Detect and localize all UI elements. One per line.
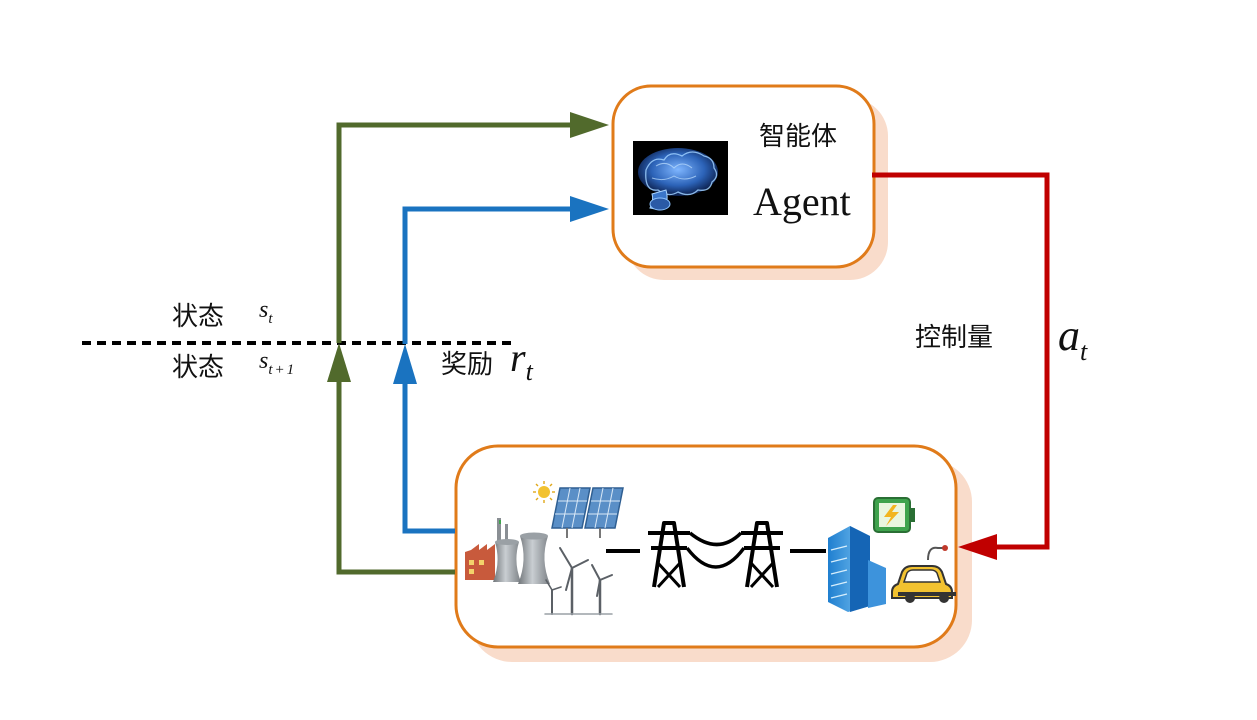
- wind-turbine-icon: [544, 547, 613, 616]
- agent-title-cn: 智能体: [759, 122, 838, 152]
- reward-symbol: rt: [510, 338, 533, 385]
- reward-label: 奖励: [441, 350, 494, 380]
- agent-title-en: Agent: [753, 179, 851, 224]
- action-subscript: t: [1080, 336, 1088, 366]
- state-next-label: 状态: [172, 353, 225, 383]
- state-current-label: 状态: [172, 302, 225, 332]
- action-arrow: [872, 172, 1050, 560]
- state-next-subscript: t+1: [268, 361, 297, 378]
- agent-box: [611, 84, 888, 280]
- reward-subscript: t: [525, 357, 533, 386]
- action-symbol: at: [1058, 314, 1087, 365]
- electric-car-icon: [891, 545, 956, 603]
- action-a: a: [1058, 311, 1080, 360]
- brain-icon: [633, 141, 728, 215]
- state-current-s: s: [259, 297, 269, 323]
- state-current-symbol: st: [259, 298, 273, 327]
- state-current-subscript: t: [268, 310, 273, 327]
- state-arrow: [327, 112, 609, 575]
- state-next-s: s: [259, 348, 269, 374]
- building-icon: [828, 526, 886, 612]
- battery-icon: [873, 497, 915, 533]
- reward-arrow: [393, 196, 609, 534]
- solar-panel-icon: [551, 487, 624, 538]
- transmission-tower-icon: [648, 521, 783, 589]
- state-next-symbol: st+1: [259, 349, 296, 378]
- power-plant-icon: [465, 518, 550, 584]
- reward-r: r: [510, 335, 526, 380]
- sun-icon: [533, 481, 555, 503]
- action-label: 控制量: [915, 323, 994, 353]
